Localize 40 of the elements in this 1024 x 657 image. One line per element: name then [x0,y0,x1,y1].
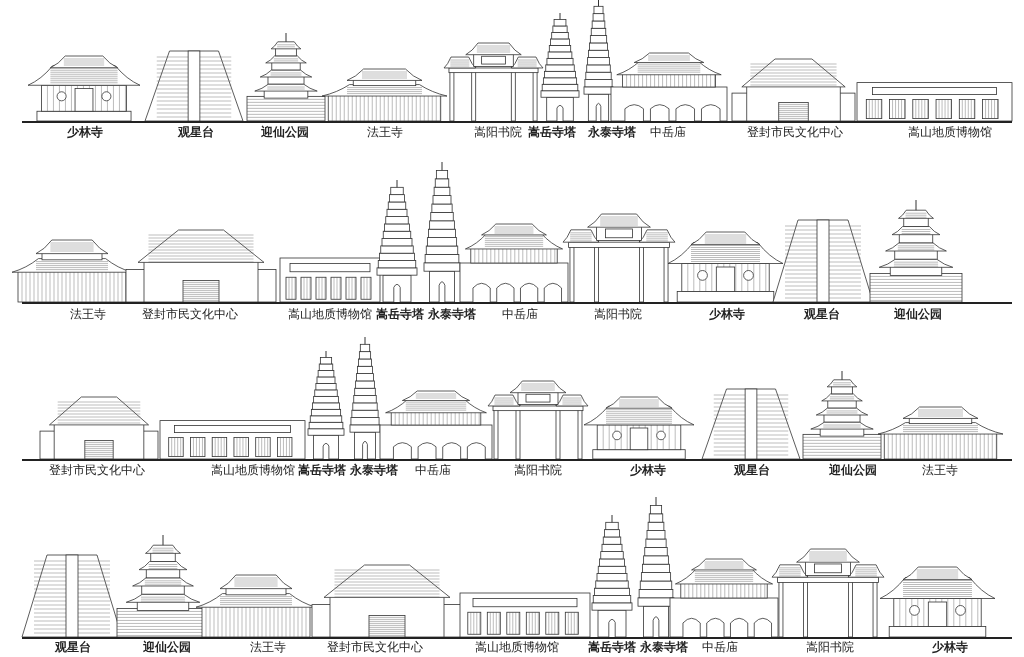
building-label: 迎仙公园 [143,641,191,654]
building-label: 永泰寺塔 [428,308,476,321]
building-label: 迎仙公园 [829,464,877,477]
building-label: 中岳庙 [415,464,451,477]
building-label: 观星台 [804,308,840,321]
building-label: 登封市民文化中心 [142,308,238,321]
building-label: 中岳庙 [650,126,686,139]
building-label: 嵩山地质博物馆 [288,308,372,321]
building-label: 迎仙公园 [261,126,309,139]
building-label: 嵩阳书院 [806,641,854,654]
building-label: 嵩阳书院 [474,126,522,139]
building-label: 少林寺 [67,126,103,139]
building-label: 登封市民文化中心 [49,464,145,477]
building-label: 嵩阳书院 [514,464,562,477]
building-label: 永泰寺塔 [640,641,688,654]
building-label: 嵩山地质博物馆 [908,126,992,139]
building-label: 少林寺 [932,641,968,654]
building-label: 少林寺 [630,464,666,477]
building-label: 嵩山地质博物馆 [211,464,295,477]
building-label: 嵩岳寺塔 [376,308,424,321]
building-label: 嵩岳寺塔 [528,126,576,139]
building-label: 中岳庙 [502,308,538,321]
building-label: 登封市民文化中心 [327,641,423,654]
building-label: 法王寺 [367,126,403,139]
building-label: 观星台 [734,464,770,477]
building-label: 嵩阳书院 [594,308,642,321]
building-label: 嵩山地质博物馆 [475,641,559,654]
building-label: 中岳庙 [702,641,738,654]
building-label: 嵩岳寺塔 [588,641,636,654]
building-label: 少林寺 [709,308,745,321]
building-label: 观星台 [178,126,214,139]
building-label: 嵩岳寺塔 [298,464,346,477]
building-label: 法王寺 [70,308,106,321]
building-label: 法王寺 [250,641,286,654]
building-label: 迎仙公园 [894,308,942,321]
building-label: 永泰寺塔 [588,126,636,139]
building-label: 法王寺 [922,464,958,477]
building-label: 永泰寺塔 [350,464,398,477]
building-label: 登封市民文化中心 [747,126,843,139]
building-label: 观星台 [55,641,91,654]
